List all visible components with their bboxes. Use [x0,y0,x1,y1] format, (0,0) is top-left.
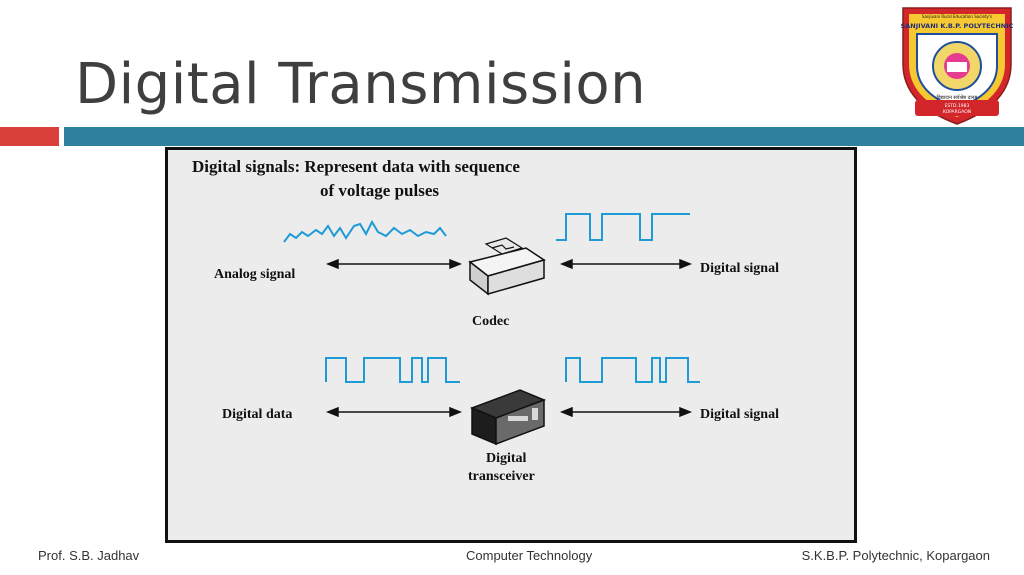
digital-data-label: Digital data [222,407,292,422]
transceiver-label-line2: transceiver [468,469,535,484]
logo-estd-text: ESTD.1983 [945,103,970,109]
footer-subject: Computer Technology [466,548,593,563]
digital-transmission-figure: Digital signals: Represent data with seq… [165,147,857,543]
logo-name-text: SANJIVANI K.B.P. POLYTECHNIC [901,22,1014,30]
digital-signal-label-row1: Digital signal [700,261,779,276]
arrow-codec-digital [559,258,693,270]
logo-motto-text: विद्यादान सर्वश्रेष्ठ दानम [937,94,979,101]
footer-author: Prof. S.B. Jadhav [38,548,140,563]
logo-society-text: Sanjivani Rural Education Society's [922,14,992,19]
arrow-analog-codec [325,258,463,270]
analog-signal-label: Analog signal [214,267,295,282]
slide-title: Digital Transmission [75,52,647,117]
figure-heading-line2: of voltage pulses [320,181,439,200]
analog-waveform [283,219,447,243]
logo-place-text: KOPARGAON [943,109,971,115]
arrow-transceiver-digital [559,406,693,418]
title-rule-bar [64,127,1024,146]
transceiver-device-icon [469,389,547,446]
transceiver-label-line1: Digital [486,451,527,466]
title-rule-accent [0,127,59,146]
digital-waveform-row1 [556,213,690,241]
footer-institute: S.K.B.P. Polytechnic, Kopargaon [801,548,990,563]
codec-device-icon [468,237,546,296]
codec-label: Codec [472,314,509,329]
digital-signal-label-row2: Digital signal [700,407,779,422]
institute-logo: Sanjivani Rural Education Society's SANJ… [901,7,1014,125]
arrow-data-transceiver [325,406,463,418]
digital-data-waveform [325,357,460,383]
figure-heading-line1: Digital signals: Represent data with seq… [192,157,520,176]
digital-waveform-row2 [565,357,700,383]
